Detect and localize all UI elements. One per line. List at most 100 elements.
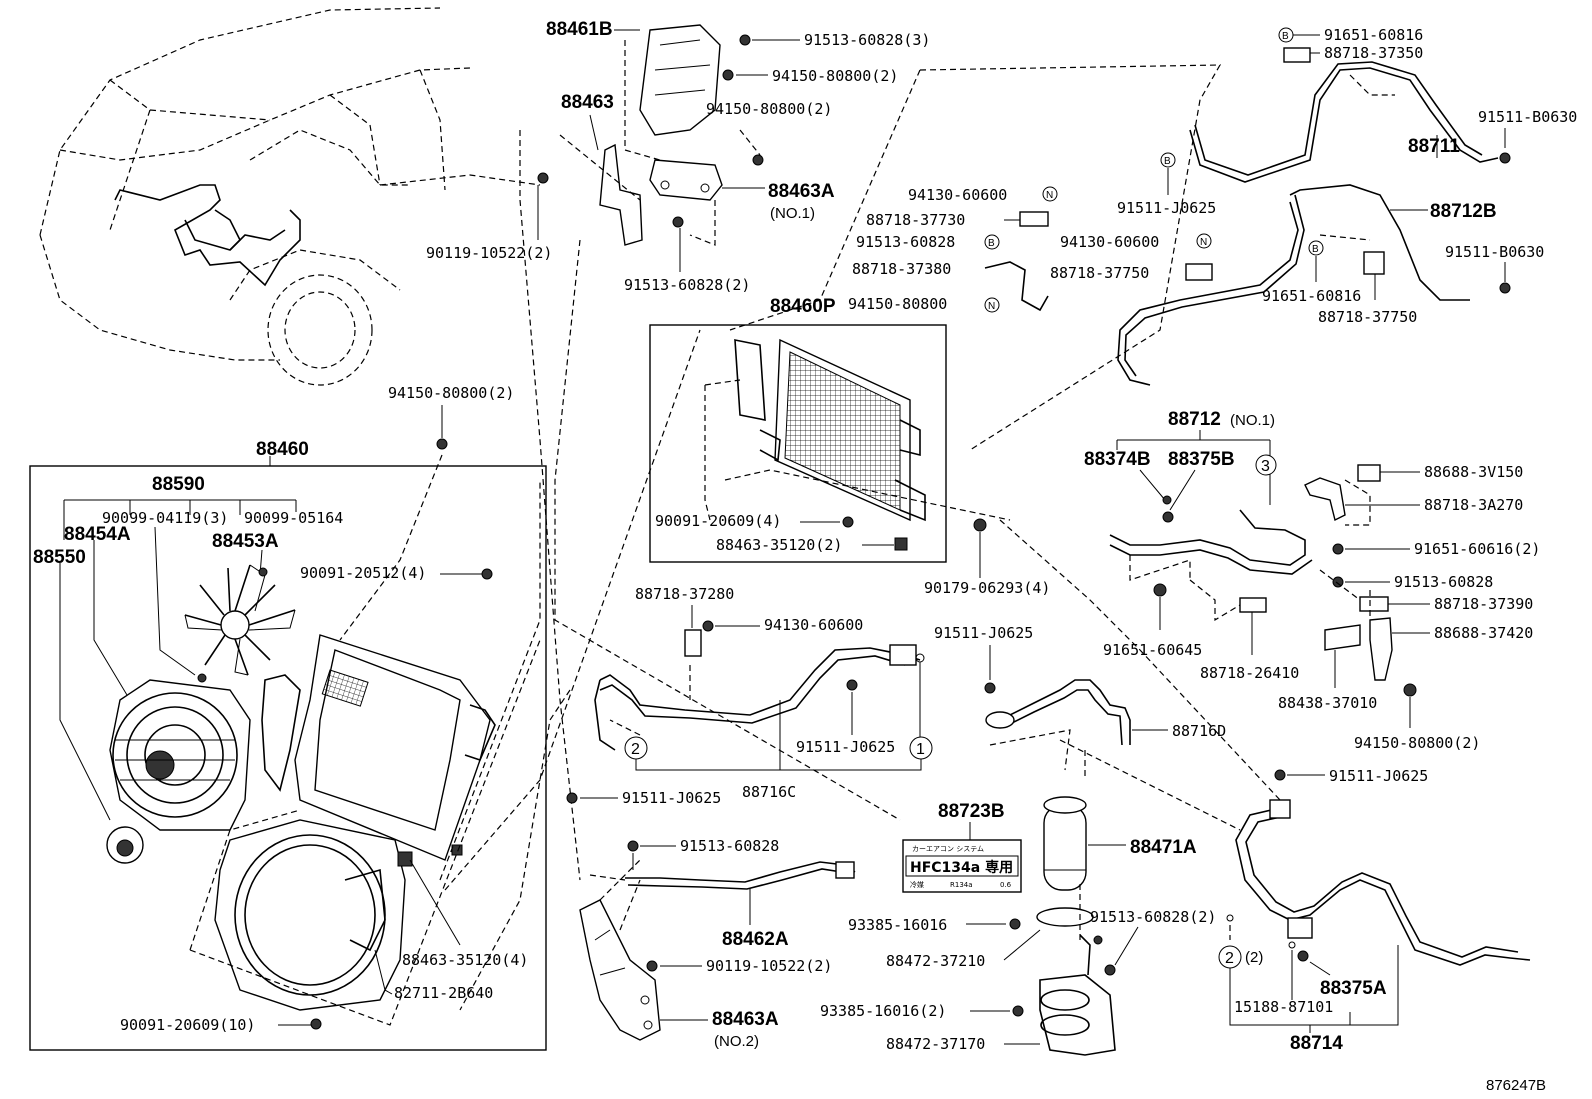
callout-b-4: B xyxy=(1312,244,1319,255)
label-90119-10522-2b: 90119-10522(2) xyxy=(706,957,832,975)
label-no2: (NO.2) xyxy=(714,1033,759,1050)
label-88712: 88712 xyxy=(1168,409,1221,430)
hose-88716D xyxy=(985,679,1131,746)
label-88453A: 88453A xyxy=(212,531,279,552)
label-91511-J0625b: 91511-J0625 xyxy=(934,624,1033,642)
label-88375A: 88375A xyxy=(1320,978,1387,999)
hose-88711 xyxy=(1189,61,1499,183)
label-88463-35120-2: 88463-35120(2) xyxy=(716,536,842,554)
label-88718-37750b: 88718-37750 xyxy=(1318,308,1417,326)
label-91651-60616-2: 91651-60616(2) xyxy=(1414,540,1540,558)
label-91513-60828b: 91513-60828 xyxy=(1394,573,1493,591)
label-82711-2B640: 82711-2B640 xyxy=(394,984,493,1002)
label-94130-60600a: 94130-60600 xyxy=(908,186,1007,204)
decal-small-mid: R134a xyxy=(950,881,973,889)
label-88460P: 88460P xyxy=(770,296,836,317)
label-90119-10522-2a: 90119-10522(2) xyxy=(426,244,552,262)
label-90091-20512-4: 90091-20512(4) xyxy=(300,564,426,582)
label-88718-26410: 88718-26410 xyxy=(1200,664,1299,682)
label-91513-60828a: 91513-60828 xyxy=(856,233,955,251)
label-90091-20609-4: 90091-20609(4) xyxy=(655,512,781,530)
label-qty2: (2) xyxy=(1245,949,1263,966)
label-94150-80800-2d: 94150-80800(2) xyxy=(1354,734,1480,752)
label-94150-80800-2b: 94150-80800(2) xyxy=(706,100,832,118)
label-94150-80800a: 94150-80800 xyxy=(848,295,947,313)
callout-n-2: N xyxy=(988,301,995,312)
label-91513-60828-2a: 91513-60828(2) xyxy=(624,276,750,294)
label-91511-B0630b: 91511-B0630 xyxy=(1445,243,1544,261)
callout-3: 3 xyxy=(1261,458,1270,475)
decal-small-left: 冷媒 xyxy=(910,880,924,889)
label-88716D: 88716D xyxy=(1172,722,1226,740)
label-88550: 88550 xyxy=(33,547,86,568)
label-91651-60816a: 91651-60816 xyxy=(1324,26,1423,44)
refrigerant-decal-88723B: カーエアコン システム HFC134a 専用 冷媒 R134a 0.6 xyxy=(902,839,1022,893)
label-94150-80800-2c: 94150-80800(2) xyxy=(388,384,514,402)
label-91513-60828-3: 91513-60828(3) xyxy=(804,31,930,49)
hose-88716C xyxy=(594,644,921,751)
label-88471A: 88471A xyxy=(1130,837,1197,858)
fan-shroud-88463 xyxy=(214,819,413,1011)
label-88711: 88711 xyxy=(1408,136,1460,157)
label-88718-37380: 88718-37380 xyxy=(852,260,951,278)
label-88462A: 88462A xyxy=(722,929,789,950)
callout-n: N xyxy=(1046,190,1053,201)
bracket-88472 xyxy=(1036,907,1116,1056)
callout-b: B xyxy=(988,238,995,249)
label-91511-J0625e: 91511-J0625 xyxy=(1329,767,1428,785)
label-91511-J0625c: 91511-J0625 xyxy=(796,738,895,756)
hose-88714 xyxy=(1235,799,1531,966)
label-no1b: (NO.1) xyxy=(1230,412,1275,429)
callout-1: 1 xyxy=(916,741,925,758)
decal-small-top: カーエアコン システム xyxy=(912,845,984,853)
label-93385-16016-2: 93385-16016(2) xyxy=(820,1002,946,1020)
label-91511-J0625d: 91511-J0625 xyxy=(622,789,721,807)
label-88718-3A270: 88718-3A270 xyxy=(1424,496,1523,514)
label-93385-16016: 93385-16016 xyxy=(848,916,947,934)
label-90179-06293-4: 90179-06293(4) xyxy=(924,579,1050,597)
label-88712B: 88712B xyxy=(1430,201,1497,222)
label-88688-3V150: 88688-3V150 xyxy=(1424,463,1523,481)
label-91651-60816b: 91651-60816 xyxy=(1262,287,1361,305)
label-88590: 88590 xyxy=(152,474,205,495)
label-91511-B0630a: 91511-B0630 xyxy=(1478,108,1577,126)
label-90099-05164: 90099-05164 xyxy=(244,509,343,527)
label-88460: 88460 xyxy=(256,439,309,460)
label-88461B: 88461B xyxy=(546,19,613,40)
label-91513-60828-2b: 91513-60828(2) xyxy=(1090,908,1216,926)
label-no1: (NO.1) xyxy=(770,205,815,222)
assembly-box-88460 xyxy=(29,465,547,1051)
callout-n-3: N xyxy=(1200,237,1207,248)
label-88718-37390: 88718-37390 xyxy=(1434,595,1533,613)
label-91513-60828c: 91513-60828 xyxy=(680,837,779,855)
label-88438-37010: 88438-37010 xyxy=(1278,694,1377,712)
callout-b-3: B xyxy=(1164,156,1171,167)
callout-2: 2 xyxy=(631,741,640,758)
figure-id: 876247B xyxy=(1486,1077,1546,1094)
label-88723B: 88723B xyxy=(938,801,1005,822)
label-88718-37730: 88718-37730 xyxy=(866,211,965,229)
receiver-dryer-88471A xyxy=(1043,796,1087,891)
hose-88712 xyxy=(1109,509,1313,575)
label-88472-37210: 88472-37210 xyxy=(886,952,985,970)
label-88454A: 88454A xyxy=(64,524,131,545)
label-94150-80800-2a: 94150-80800(2) xyxy=(772,67,898,85)
label-15188-87101: 15188-87101 xyxy=(1234,998,1333,1016)
vehicle-outline xyxy=(39,7,541,386)
condenser-88460 xyxy=(261,634,496,861)
label-88463: 88463 xyxy=(561,92,614,113)
label-88463A-2: 88463A xyxy=(712,1009,779,1030)
label-90099-04119-3: 90099-04119(3) xyxy=(102,509,228,527)
label-88716C: 88716C xyxy=(742,783,796,801)
label-88463A-1: 88463A xyxy=(768,181,835,202)
label-88472-37170: 88472-37170 xyxy=(886,1035,985,1053)
bracket-88463A-no1 xyxy=(649,159,723,201)
label-88718-37750a: 88718-37750 xyxy=(1050,264,1149,282)
label-91651-60645: 91651-60645 xyxy=(1103,641,1202,659)
hose-88462A xyxy=(625,861,856,890)
bracket-88463A-no2 xyxy=(579,899,661,1041)
bracket-88463 xyxy=(599,143,643,246)
label-94130-60600b: 94130-60600 xyxy=(1060,233,1159,251)
